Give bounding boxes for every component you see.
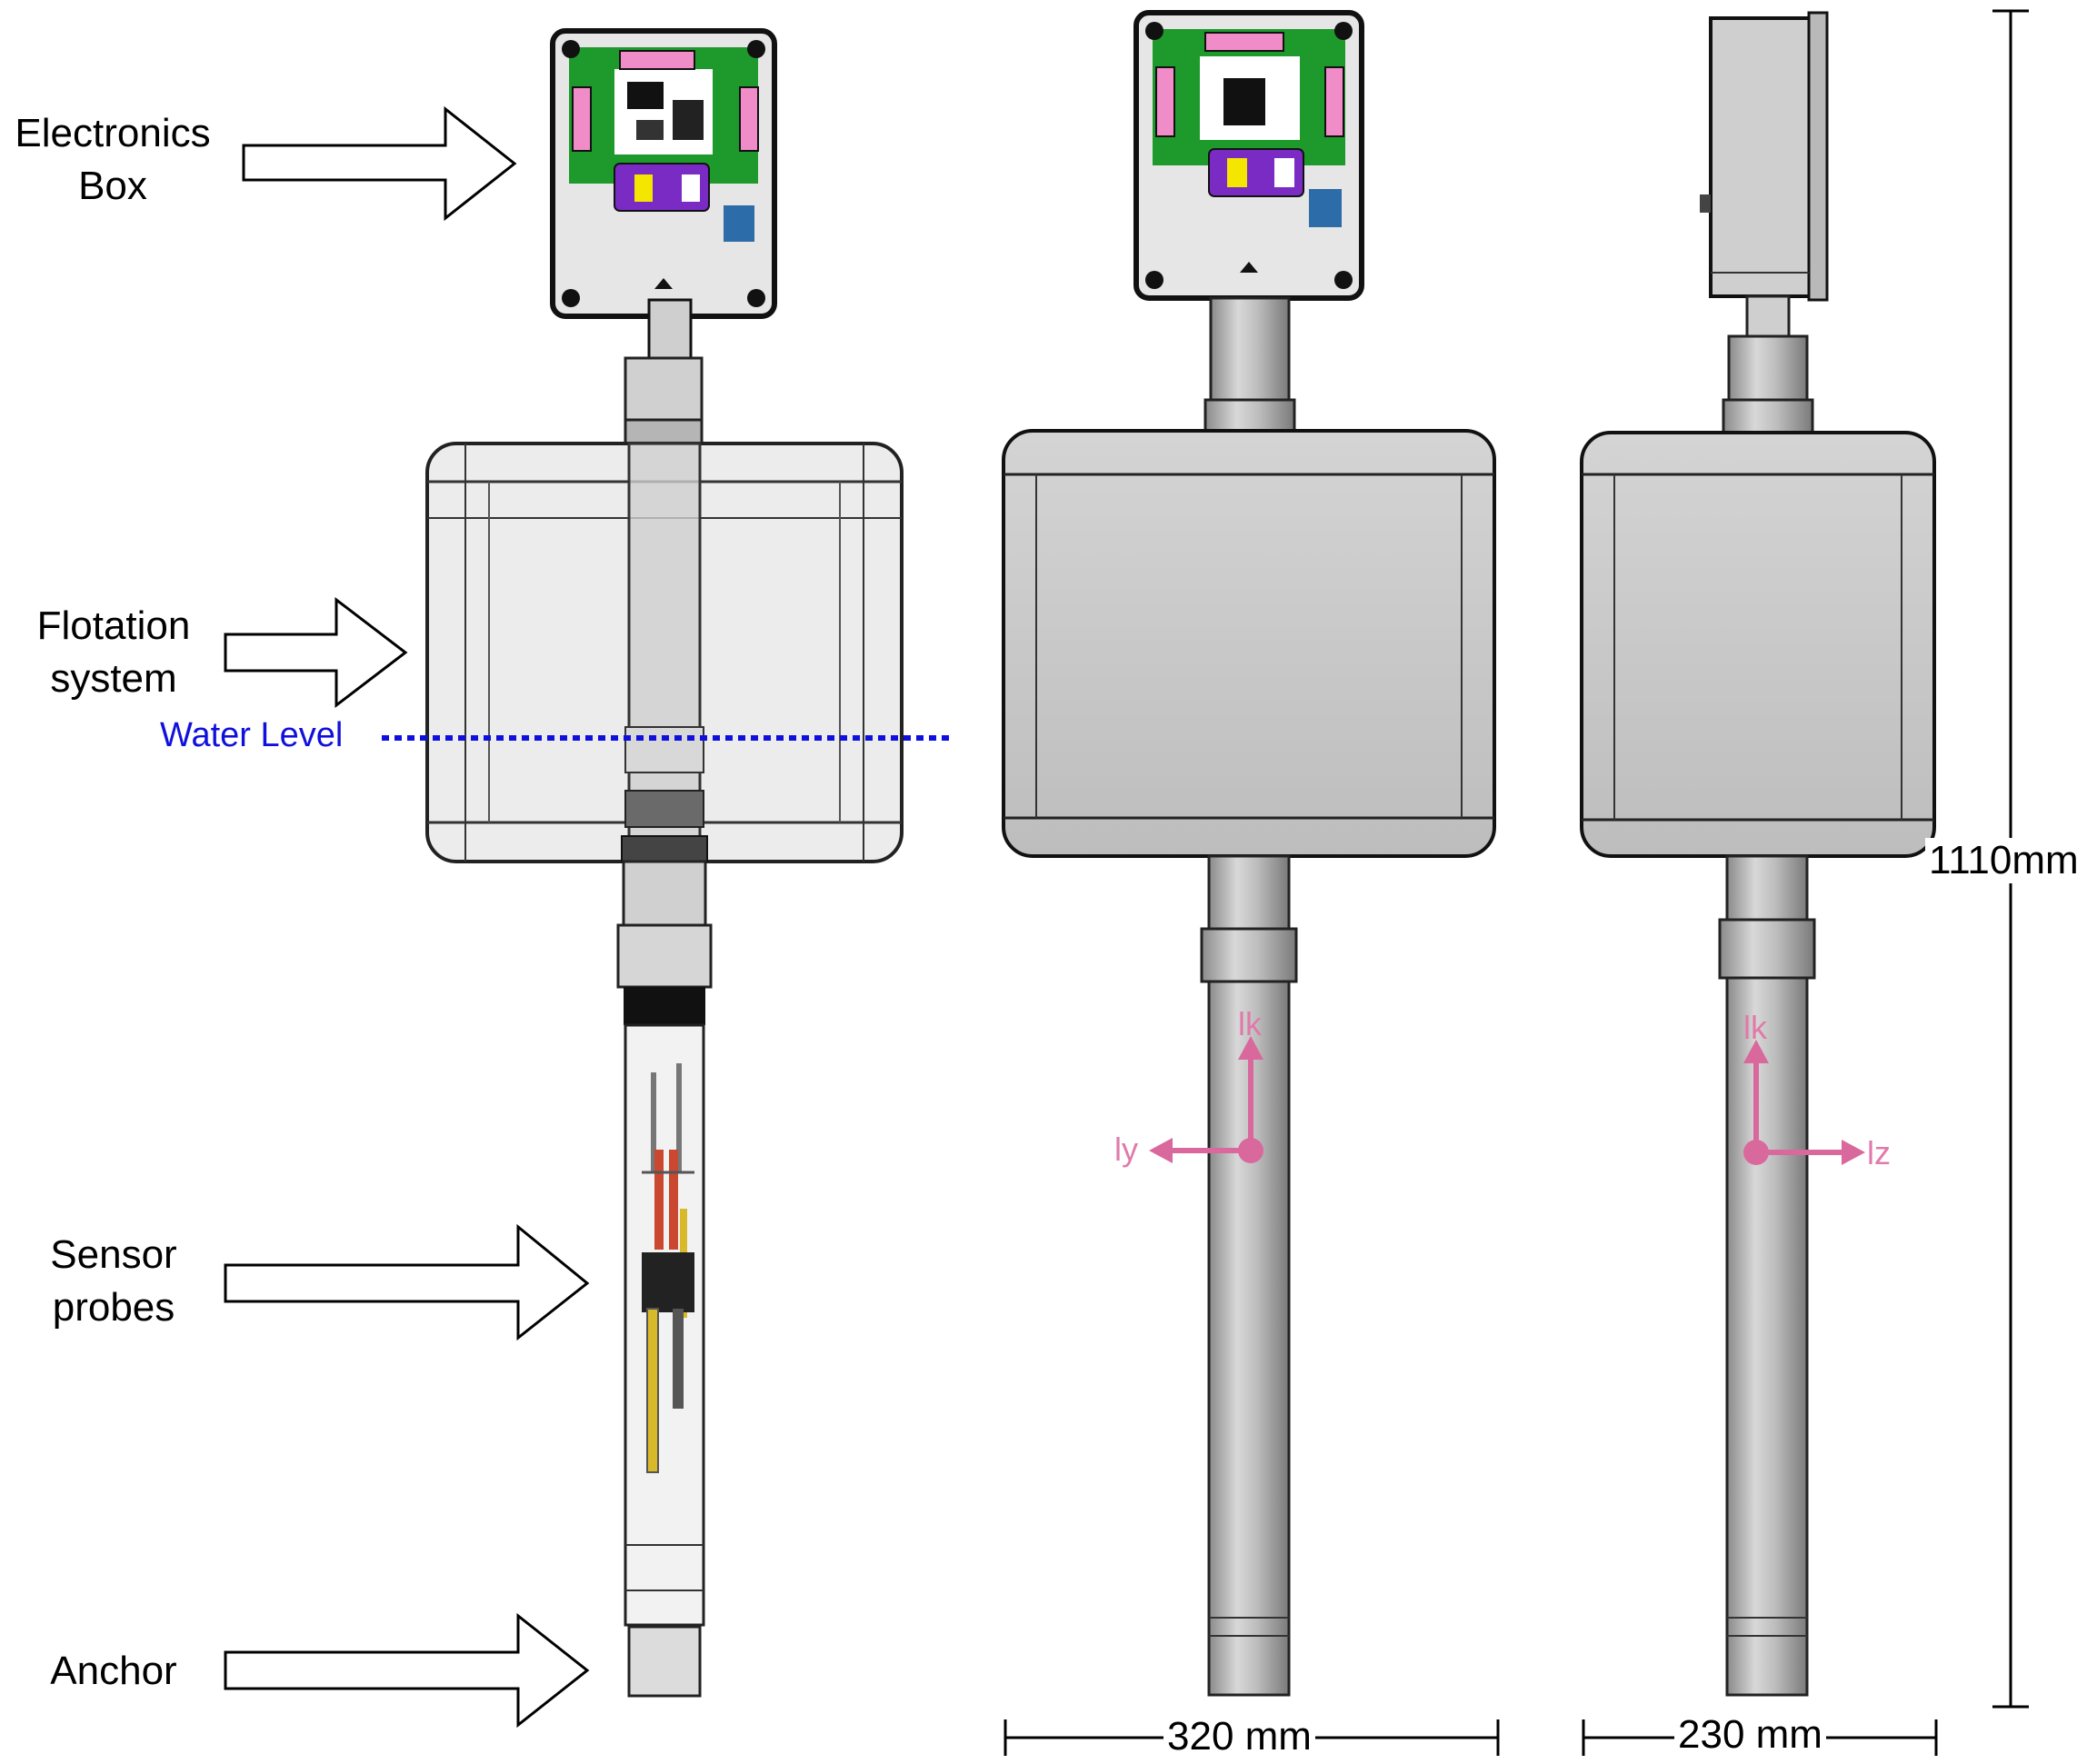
side-axis-horizontal-label: lz (1867, 1134, 1891, 1171)
electronics-box-side (1700, 11, 1829, 302)
label-anchor: Anchor (50, 1649, 177, 1693)
label-electronics-line1: Electronics (15, 111, 211, 155)
side-view (1580, 11, 1936, 1697)
side-width-dimension-label: 230 mm (1674, 1712, 1826, 1758)
label-water-level: Water Level (160, 716, 344, 754)
electronics-box-left (550, 28, 777, 360)
flotation-box-front (1002, 429, 1496, 858)
label-arrows (224, 105, 590, 1729)
label-electronics-line2: Box (78, 164, 147, 208)
mast-collar-front (1203, 398, 1296, 434)
mast-front (1209, 296, 1291, 414)
arrow-flotation-icon (224, 596, 408, 709)
coupler-side (1718, 918, 1816, 980)
coupler-front (1200, 927, 1298, 983)
mast-collar-left (624, 418, 704, 445)
label-flotation-system: Flotation system (9, 600, 218, 705)
transparent-view (425, 28, 904, 1698)
label-flotation-line1: Flotation (36, 603, 191, 648)
arrow-sensor-icon (224, 1223, 590, 1341)
front-width-dimension-label: 320 mm (1163, 1714, 1315, 1759)
side-axis-vertical-label: lk (1743, 1009, 1767, 1046)
axes-side (1743, 1040, 1865, 1165)
axes-front (1149, 1036, 1263, 1163)
front-axis-horizontal-label: ly (1114, 1131, 1138, 1168)
mast-collar-side (1722, 398, 1814, 434)
label-sensor-line2: probes (52, 1285, 175, 1330)
arrow-electronics-icon (242, 105, 517, 222)
front-axis-vertical-label: lk (1238, 1005, 1262, 1042)
tube-side (1725, 976, 1809, 1697)
arrow-anchor-icon (224, 1612, 590, 1729)
label-electronics-box: Electronics Box (0, 107, 225, 213)
flotation-box-left (425, 442, 904, 863)
side-bracket (1745, 294, 1791, 338)
anchor-left (627, 1625, 702, 1698)
label-sensor-probes: Sensor probes (18, 1229, 209, 1334)
height-dimension-label: 1110mm (1925, 838, 2082, 883)
neck-side (1725, 854, 1809, 922)
flotation-box-side (1580, 431, 1936, 858)
label-flotation-line2: system (50, 656, 177, 701)
sensor-tube-left (616, 860, 713, 1627)
neck-front (1207, 854, 1291, 931)
label-sensor-line1: Sensor (50, 1232, 177, 1277)
electronics-box-front (1133, 10, 1364, 301)
front-view (1002, 10, 1496, 1697)
